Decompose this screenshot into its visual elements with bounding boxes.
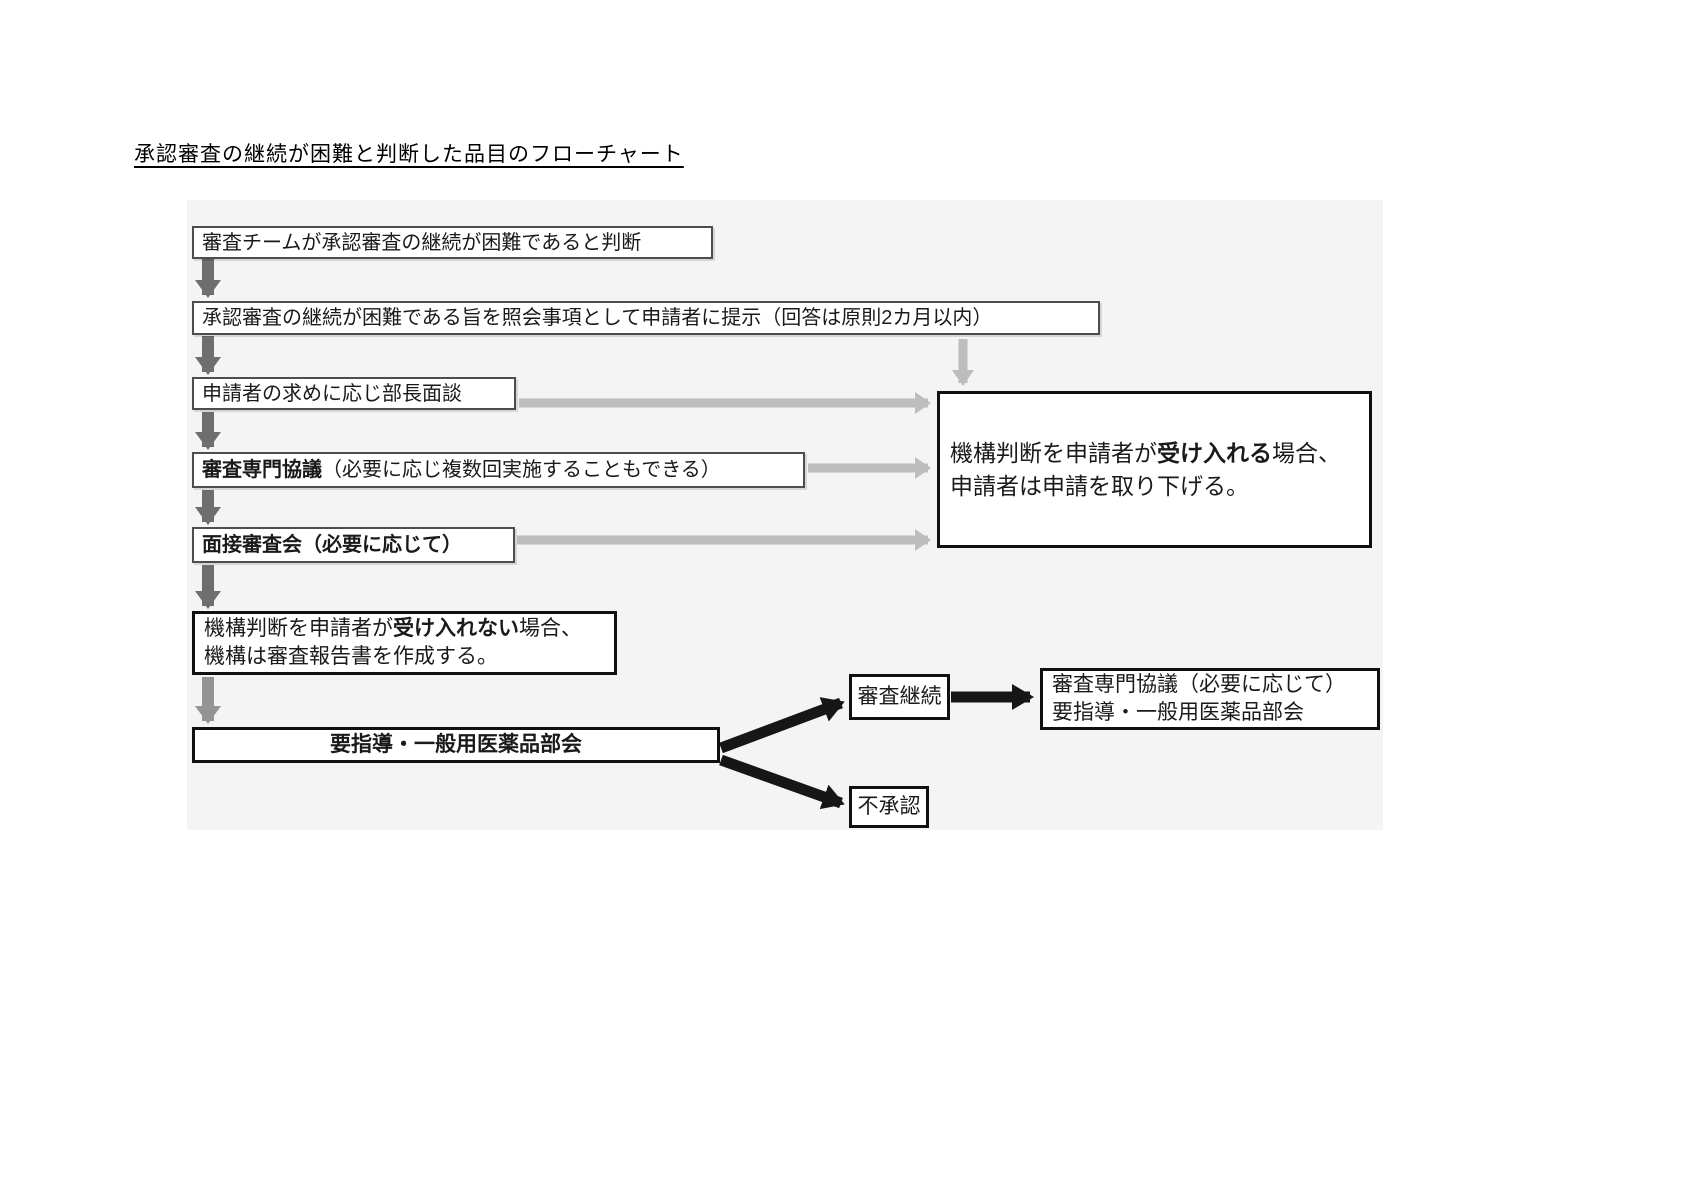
box-accept-case: 機構判断を申請者が受け入れる場合、 申請者は申請を取り下げる。 xyxy=(937,391,1372,548)
box-face-review: 面接審査会（必要に応じて） xyxy=(192,527,515,563)
box-review-continue: 審査継続 xyxy=(849,674,950,720)
box-team-judgment-label: 審査チームが承認審査の継続が困難であると判断 xyxy=(202,231,642,254)
box-director-interview: 申請者の求めに応じ部長面談 xyxy=(192,377,516,410)
not-accept-line1: 機構判断を申請者が受け入れない場合、 xyxy=(204,617,582,640)
box-committee: 要指導・一般用医薬品部会 xyxy=(192,727,720,763)
not-accept-line2: 機構は審査報告書を作成する。 xyxy=(204,645,498,668)
box-rejected: 不承認 xyxy=(849,786,929,828)
accept-line1: 機構判断を申請者が受け入れる場合、 xyxy=(950,439,1341,466)
box-face-review-label: 面接審査会（必要に応じて） xyxy=(202,534,462,556)
expert2-line1: 審査専門協議（必要に応じて） xyxy=(1052,673,1346,696)
box-committee-label: 要指導・一般用医薬品部会 xyxy=(330,733,582,757)
box-expert-discussion: 審査専門協議（必要に応じ複数回実施することもできる） xyxy=(192,452,805,488)
box-expert-discussion-label: 審査専門協議（必要に応じ複数回実施することもできる） xyxy=(202,459,721,481)
box-rejected-label: 不承認 xyxy=(857,795,921,819)
box-not-accept-case: 機構判断を申請者が受け入れない場合、 機構は審査報告書を作成する。 xyxy=(192,611,617,675)
expert2-line2: 要指導・一般用医薬品部会 xyxy=(1052,701,1304,724)
box-director-interview-label: 申請者の求めに応じ部長面談 xyxy=(202,382,462,405)
accept-line2: 申請者は申請を取り下げる。 xyxy=(950,472,1249,499)
box-expert-discussion-2: 審査専門協議（必要に応じて） 要指導・一般用医薬品部会 xyxy=(1040,668,1380,730)
box-inquiry-notice: 承認審査の継続が困難である旨を照会事項として申請者に提示（回答は原則2カ月以内） xyxy=(192,301,1100,335)
box-inquiry-notice-label: 承認審査の継続が困難である旨を照会事項として申請者に提示（回答は原則2カ月以内） xyxy=(202,307,993,329)
box-review-continue-label: 審査継続 xyxy=(857,685,942,709)
page-title: 承認審査の継続が困難と判断した品目のフローチャート xyxy=(134,142,684,166)
box-team-judgment: 審査チームが承認審査の継続が困難であると判断 xyxy=(192,226,713,259)
